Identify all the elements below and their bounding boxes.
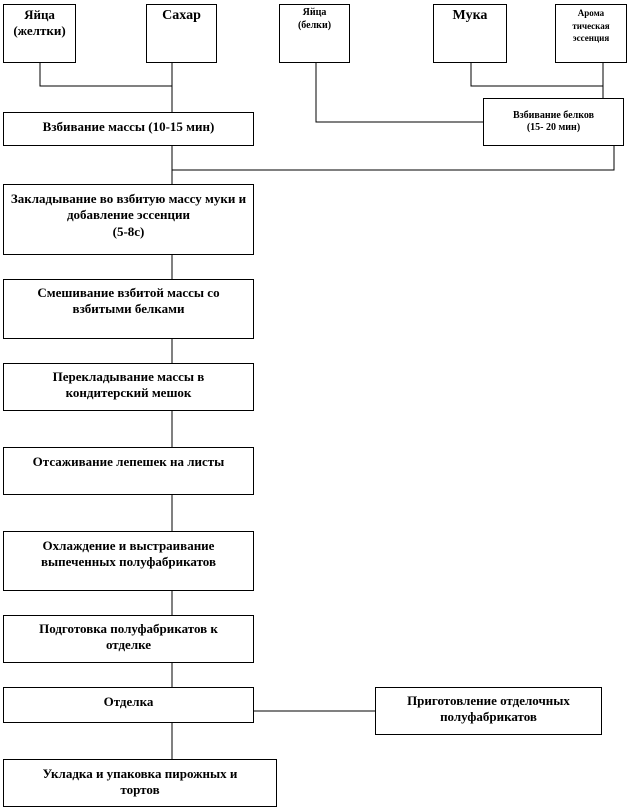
input-flour: Мука xyxy=(433,4,507,63)
input-yolks: Яйца (желтки) xyxy=(3,4,76,63)
step-deposit: Отсаживание лепешек на листы xyxy=(3,447,254,495)
input-essence: Арома тическая эссенция xyxy=(555,4,627,63)
step-cool: Охлаждение и выстраивание выпеченных пол… xyxy=(3,531,254,591)
step-prepare: Подготовка полуфабрикатов к отделке xyxy=(3,615,254,663)
step-pack: Укладка и упаковка пирожных и тортов xyxy=(3,759,277,807)
input-sugar: Сахар xyxy=(146,4,217,63)
step-beat-mass: Взбивание массы (10-15 мин) xyxy=(3,112,254,146)
input-whites: Яйца (белки) xyxy=(279,4,350,63)
step-mix: Смешивание взбитой массы со взбитыми бел… xyxy=(3,279,254,339)
step-finishing-semis: Приготовление отделочных полуфабрикатов xyxy=(375,687,602,735)
step-finish: Отделка xyxy=(3,687,254,723)
step-add-flour: Закладывание во взбитую массу муки и доб… xyxy=(3,184,254,255)
step-beat-whites: Взбивание белков (15- 20 мин) xyxy=(483,98,624,146)
step-bag: Перекладывание массы в кондитерский мешо… xyxy=(3,363,254,411)
